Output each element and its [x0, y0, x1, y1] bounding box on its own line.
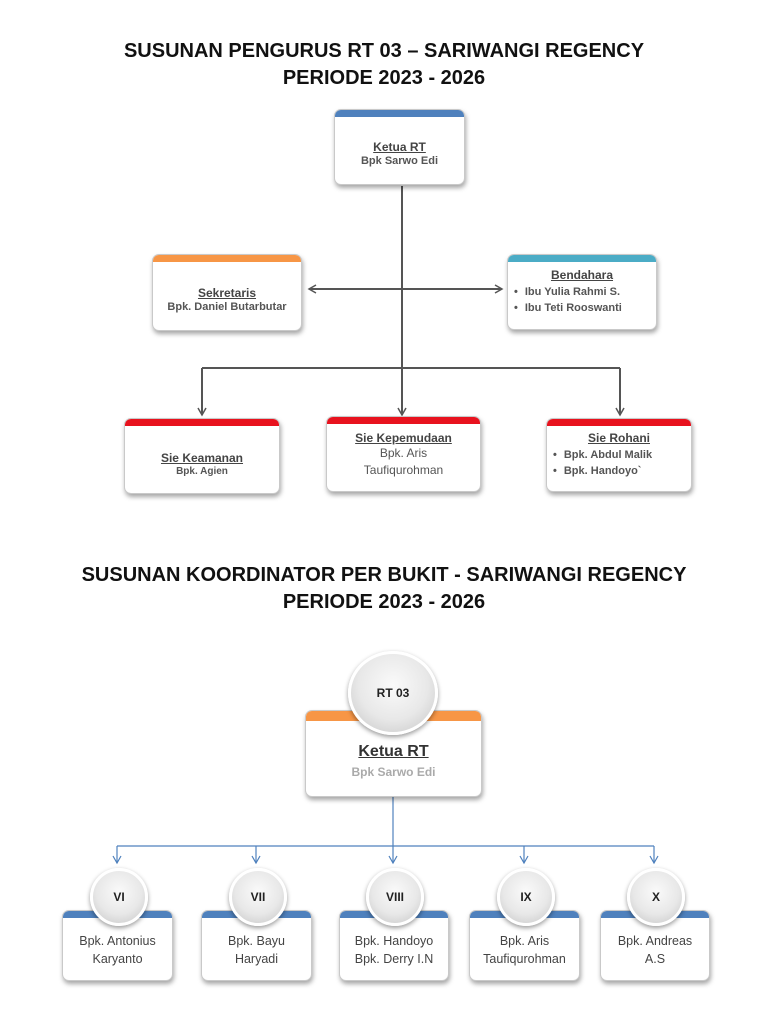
bendahara-name-item: Ibu Yulia Rahmi S.	[514, 284, 656, 300]
bukit-viii-label: VIII	[385, 890, 404, 904]
kepemudaan-name-line1: Bpk. Aris	[379, 446, 428, 460]
bukit-ix-line1: Bpk. Aris	[499, 934, 550, 948]
sekretaris-box: Sekretaris Bpk. Daniel Butarbutar	[152, 254, 302, 331]
bendahara-box: Bendahara Ibu Yulia Rahmi S. Ibu Teti Ro…	[507, 254, 657, 330]
rohani-name-item: Bpk. Handoyo`	[553, 463, 691, 479]
sie-rohani-box: Sie Rohani Bpk. Abdul Malik Bpk. Handoyo…	[546, 418, 692, 492]
bukit-x-label: X	[651, 890, 660, 904]
rt03-label: RT 03	[376, 686, 410, 700]
org-title: SUSUNAN PENGURUS RT 03 – SARIWANGI REGEN…	[0, 38, 768, 92]
coord-ketua-role: Ketua RT	[358, 743, 429, 760]
bukit-viii-line1: Bpk. Handoyo	[354, 934, 434, 948]
bukit-ix-label: IX	[520, 890, 532, 904]
rt03-circle: RT 03	[348, 651, 438, 735]
bukit-vi-label: VI	[113, 890, 125, 904]
box-color-bar	[327, 417, 480, 424]
box-color-bar	[547, 419, 691, 426]
coord-title: SUSUNAN KOORDINATOR PER BUKIT - SARIWANG…	[0, 562, 768, 616]
bukit-x-circle: X	[627, 868, 685, 926]
bendahara-name-item: Ibu Teti Rooswanti	[514, 300, 656, 316]
coord-title-line2: PERIODE 2023 - 2026	[282, 591, 486, 613]
box-color-bar	[335, 110, 464, 117]
bukit-vi-line2: Karyanto	[92, 952, 143, 966]
bukit-ix-line2: Taufiqurohman	[483, 952, 566, 966]
bukit-vii-label: VII	[250, 890, 266, 904]
ketua-rt-box: Ketua RT Bpk Sarwo Edi	[334, 109, 465, 185]
box-color-bar	[508, 255, 656, 262]
rohani-name-item: Bpk. Abdul Malik	[553, 447, 691, 463]
coord-ketua-name: Bpk Sarwo Edi	[351, 765, 436, 779]
bukit-vii-line1: Bpk. Bayu	[228, 934, 285, 948]
rohani-role: Sie Rohani	[587, 431, 650, 445]
keamanan-role: Sie Keamanan	[160, 451, 244, 465]
bendahara-names: Ibu Yulia Rahmi S. Ibu Teti Rooswanti	[508, 284, 656, 316]
box-color-bar	[153, 255, 301, 262]
sekretaris-role: Sekretaris	[197, 286, 257, 300]
coord-title-line1: SUSUNAN KOORDINATOR PER BUKIT - SARIWANG…	[81, 564, 687, 586]
bukit-x-line2: A.S	[644, 952, 666, 966]
ketua-name: Bpk Sarwo Edi	[360, 155, 439, 167]
coord-ketua-box: Ketua RT Bpk Sarwo Edi	[305, 710, 482, 797]
bukit-viii-line2: Bpk. Derry I.N	[354, 952, 434, 966]
bukit-viii-circle: VIII	[366, 868, 424, 926]
org-title-line1: SUSUNAN PENGURUS RT 03 – SARIWANGI REGEN…	[123, 40, 645, 62]
bukit-vi-line1: Bpk. Antonius	[79, 934, 156, 948]
keamanan-name: Bpk. Agien	[176, 466, 228, 477]
box-color-bar	[125, 419, 279, 426]
org-title-line2: PERIODE 2023 - 2026	[282, 67, 486, 89]
sie-keamanan-box: Sie Keamanan Bpk. Agien	[124, 418, 280, 494]
bukit-vii-circle: VII	[229, 868, 287, 926]
bendahara-role: Bendahara	[550, 268, 614, 282]
bukit-ix-circle: IX	[497, 868, 555, 926]
sekretaris-name: Bpk. Daniel Butarbutar	[167, 301, 287, 313]
kepemudaan-role: Sie Kepemudaan	[355, 431, 452, 445]
bukit-x-line1: Bpk. Andreas	[617, 934, 693, 948]
bukit-vii-line2: Haryadi	[234, 952, 279, 966]
ketua-role: Ketua RT	[373, 140, 426, 154]
bukit-vi-circle: VI	[90, 868, 148, 926]
kepemudaan-name-line2: Taufiqurohman	[363, 463, 444, 477]
sie-kepemudaan-box: Sie Kepemudaan Bpk. Aris Taufiqurohman	[326, 416, 481, 492]
rohani-names: Bpk. Abdul Malik Bpk. Handoyo`	[547, 447, 691, 479]
bukit-x-box: Bpk. Andreas A.S	[600, 910, 710, 981]
